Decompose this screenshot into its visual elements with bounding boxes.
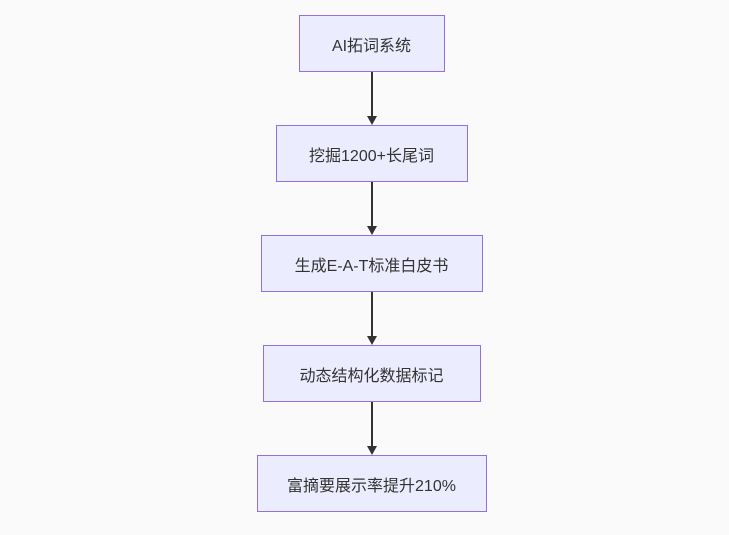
flow-arrow-1 — [366, 72, 377, 125]
flowchart: AI拓词系统 挖掘1200+长尾词 生成E-A-T标准白皮书 动态结构化数据标记… — [256, 15, 487, 512]
arrow-line — [370, 402, 373, 446]
flow-arrow-3 — [366, 292, 377, 345]
flow-arrow-4 — [366, 402, 377, 455]
flow-arrow-2 — [366, 182, 377, 235]
arrow-head-icon — [366, 446, 377, 455]
arrow-line — [370, 292, 373, 336]
flow-node-ai-system: AI拓词系统 — [298, 15, 445, 72]
flow-node-structured-data: 动态结构化数据标记 — [262, 345, 481, 402]
arrow-head-icon — [366, 336, 377, 345]
arrow-line — [370, 182, 373, 226]
flow-node-longtail-keywords: 挖掘1200+长尾词 — [275, 125, 468, 182]
arrow-head-icon — [366, 116, 377, 125]
flow-node-eat-whitepaper: 生成E-A-T标准白皮书 — [260, 235, 483, 292]
flow-node-rich-snippet-result: 富摘要展示率提升210% — [256, 455, 487, 512]
arrow-head-icon — [366, 226, 377, 235]
arrow-line — [370, 72, 373, 116]
